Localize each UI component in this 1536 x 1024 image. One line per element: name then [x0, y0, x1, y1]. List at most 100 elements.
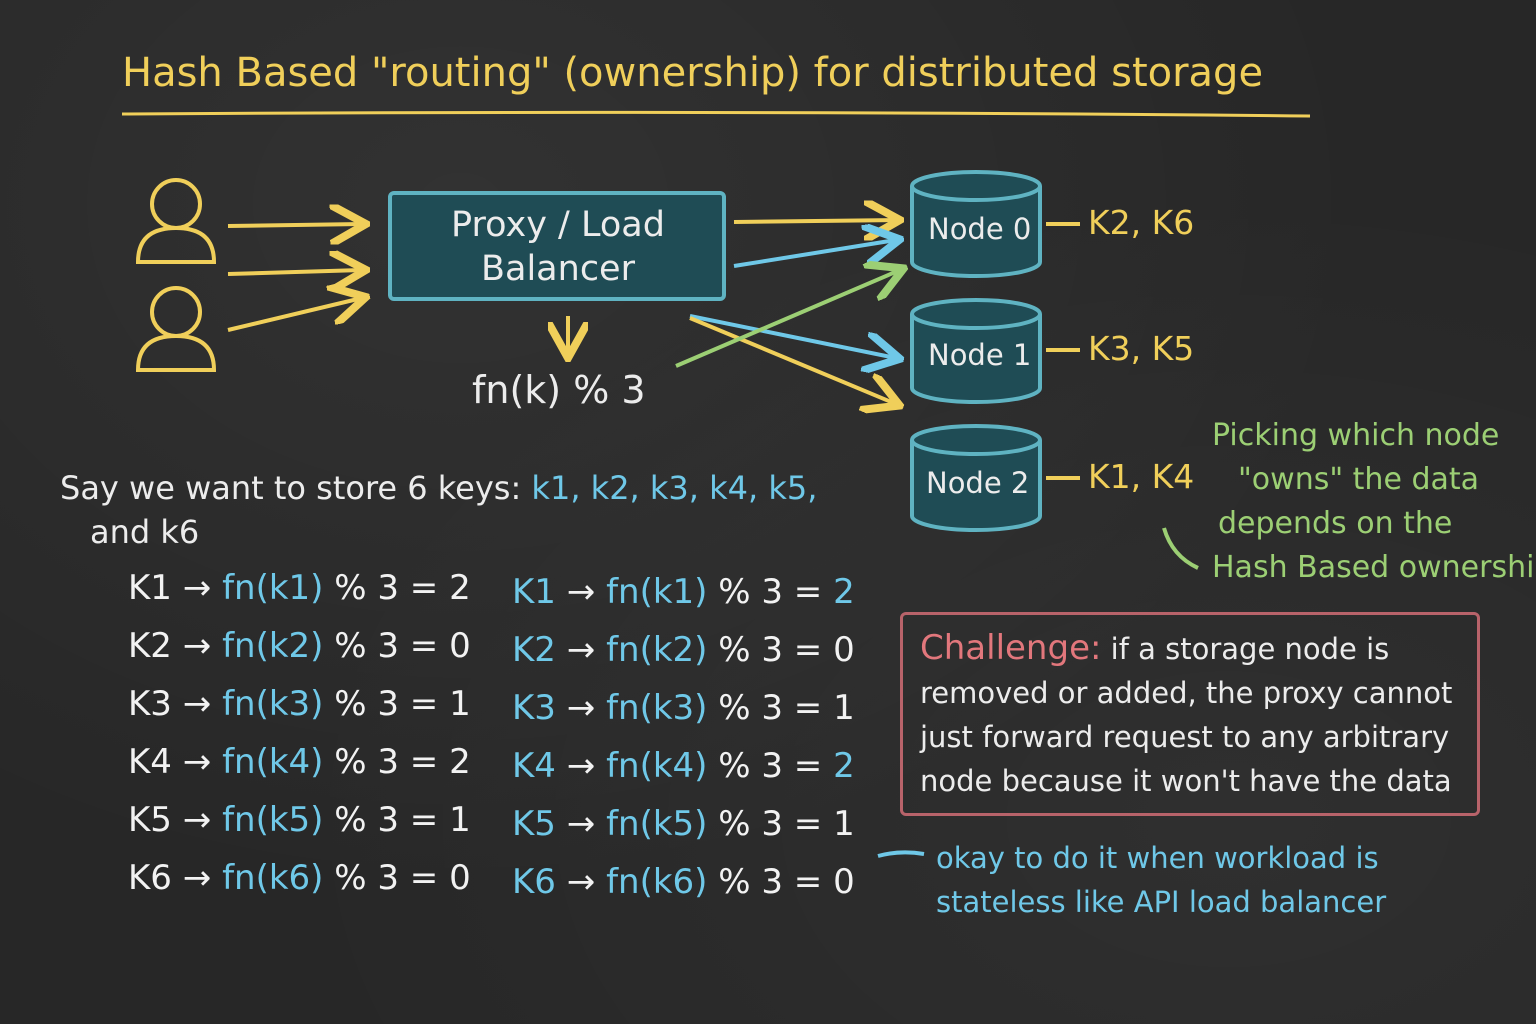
proxy-label-line1: Proxy / Load	[451, 205, 665, 245]
row-fn: fn(k6)	[222, 858, 324, 898]
row-mod: % 3 =	[718, 862, 823, 902]
proxy-box	[388, 191, 726, 301]
node-0-label: Node 0	[928, 212, 1032, 246]
row-key: K3	[128, 684, 172, 724]
arrow-icon: →	[182, 858, 212, 898]
row-key: K2	[128, 626, 172, 666]
arrow-icon: →	[182, 568, 212, 608]
row-fn: fn(k1)	[222, 568, 324, 608]
row-key: K3	[512, 688, 556, 728]
node-0-keys: K2, K6	[1088, 203, 1195, 242]
arrow-user3-proxy	[227, 298, 362, 332]
row-mod: % 3 =	[334, 742, 439, 782]
row-mod: % 3 =	[334, 800, 439, 840]
arrow-proxy-node1	[689, 314, 896, 358]
mapping-row: K3 → fn(k3) % 3 = 1	[512, 688, 855, 728]
row-mod: % 3 =	[334, 858, 439, 898]
note-line: Picking which node	[1212, 418, 1500, 453]
hash-function-label: fn(k) % 3	[472, 368, 646, 412]
arrow-user1-proxy	[227, 224, 362, 226]
user-icon	[135, 178, 217, 264]
row-fn: fn(k2)	[606, 630, 708, 670]
row-result: 0	[449, 858, 471, 898]
proxy-label-line2: Balancer	[481, 249, 635, 289]
row-mod: % 3 =	[718, 746, 823, 786]
row-result: 2	[833, 572, 855, 612]
arrow-icon: →	[182, 742, 212, 782]
okay-dash	[877, 850, 925, 858]
title-underline	[121, 110, 1311, 118]
mapping-row: K5 → fn(k5) % 3 = 1	[512, 804, 855, 844]
arrow-proxy-node0-b	[733, 240, 896, 268]
note-line: depends on the	[1218, 506, 1453, 541]
intro-prefix: Say we want to store 6 keys:	[60, 469, 522, 507]
row-result: 0	[833, 630, 855, 670]
arrow-icon: →	[182, 626, 212, 666]
note-line: Hash Based ownership	[1212, 550, 1536, 585]
challenge-heading: Challenge:	[920, 628, 1102, 668]
arrow-icon: →	[566, 804, 596, 844]
row-key: K4	[512, 746, 556, 786]
ownership-note: Picking which node "owns" the data depen…	[1212, 414, 1536, 590]
mapping-row: K1 → fn(k1) % 3 = 2	[128, 568, 471, 608]
okay-line: stateless like API load balancer	[936, 885, 1387, 919]
row-result: 0	[449, 626, 471, 666]
arrow-icon: →	[566, 572, 596, 612]
okay-line: okay to do it when workload is	[936, 841, 1379, 875]
row-fn: fn(k3)	[606, 688, 708, 728]
node-2-cylinder	[910, 424, 1042, 532]
row-mod: % 3 =	[334, 568, 439, 608]
row-key: K5	[128, 800, 172, 840]
note-tick	[1162, 527, 1199, 570]
row-result: 2	[449, 742, 471, 782]
mapping-row: K6 → fn(k6) % 3 = 0	[128, 858, 471, 898]
node-2-keys: K1, K4	[1088, 457, 1195, 496]
row-fn: fn(k2)	[222, 626, 324, 666]
proxy-label: Proxy / Load Balancer	[392, 203, 724, 291]
node-1-keys: K3, K5	[1088, 329, 1195, 368]
arrow-icon: →	[566, 746, 596, 786]
arrow-icon: →	[566, 688, 596, 728]
user-icon	[135, 286, 217, 372]
row-mod: % 3 =	[718, 572, 823, 612]
row-fn: fn(k4)	[222, 742, 324, 782]
row-key: K5	[512, 804, 556, 844]
row-mod: % 3 =	[718, 630, 823, 670]
row-mod: % 3 =	[334, 684, 439, 724]
mapping-row: K3 → fn(k3) % 3 = 1	[128, 684, 471, 724]
mapping-row: K2 → fn(k2) % 3 = 0	[512, 630, 855, 670]
node-2-label: Node 2	[926, 466, 1030, 500]
arrow-proxy-node0	[733, 220, 896, 222]
row-fn: fn(k6)	[606, 862, 708, 902]
row-key: K6	[512, 862, 556, 902]
challenge-text: Challenge: if a storage node is removed …	[920, 626, 1480, 803]
mapping-row: K6 → fn(k6) % 3 = 0	[512, 862, 855, 902]
row-key: K1	[128, 568, 172, 608]
mapping-row: K4 → fn(k4) % 3 = 2	[512, 746, 855, 786]
node-1-label: Node 1	[928, 338, 1032, 372]
arrow-icon: →	[182, 684, 212, 724]
row-result: 1	[449, 684, 471, 724]
page-title: Hash Based "routing" (ownership) for dis…	[122, 50, 1264, 96]
intro-keys: k1, k2, k3, k4, k5,	[531, 469, 818, 507]
arrow-fn-node0	[675, 270, 900, 368]
row-result: 0	[833, 862, 855, 902]
row-key: K1	[512, 572, 556, 612]
row-fn: fn(k5)	[222, 800, 324, 840]
row-fn: fn(k3)	[222, 684, 324, 724]
mapping-row: K1 → fn(k1) % 3 = 2	[512, 572, 855, 612]
note-line: "owns" the data	[1238, 462, 1480, 497]
row-key: K4	[128, 742, 172, 782]
row-key: K2	[512, 630, 556, 670]
arrow-proxy-node1-y	[689, 316, 896, 404]
arrow-user2-proxy	[227, 270, 362, 274]
challenge-body: if a storage node is removed or added, t…	[920, 632, 1453, 798]
row-fn: fn(k4)	[606, 746, 708, 786]
row-result: 2	[833, 746, 855, 786]
arrow-icon: →	[182, 800, 212, 840]
row-key: K6	[128, 858, 172, 898]
row-mod: % 3 =	[334, 626, 439, 666]
intro-text: Say we want to store 6 keys: k1, k2, k3,…	[60, 466, 817, 554]
arrow-icon: →	[566, 862, 596, 902]
